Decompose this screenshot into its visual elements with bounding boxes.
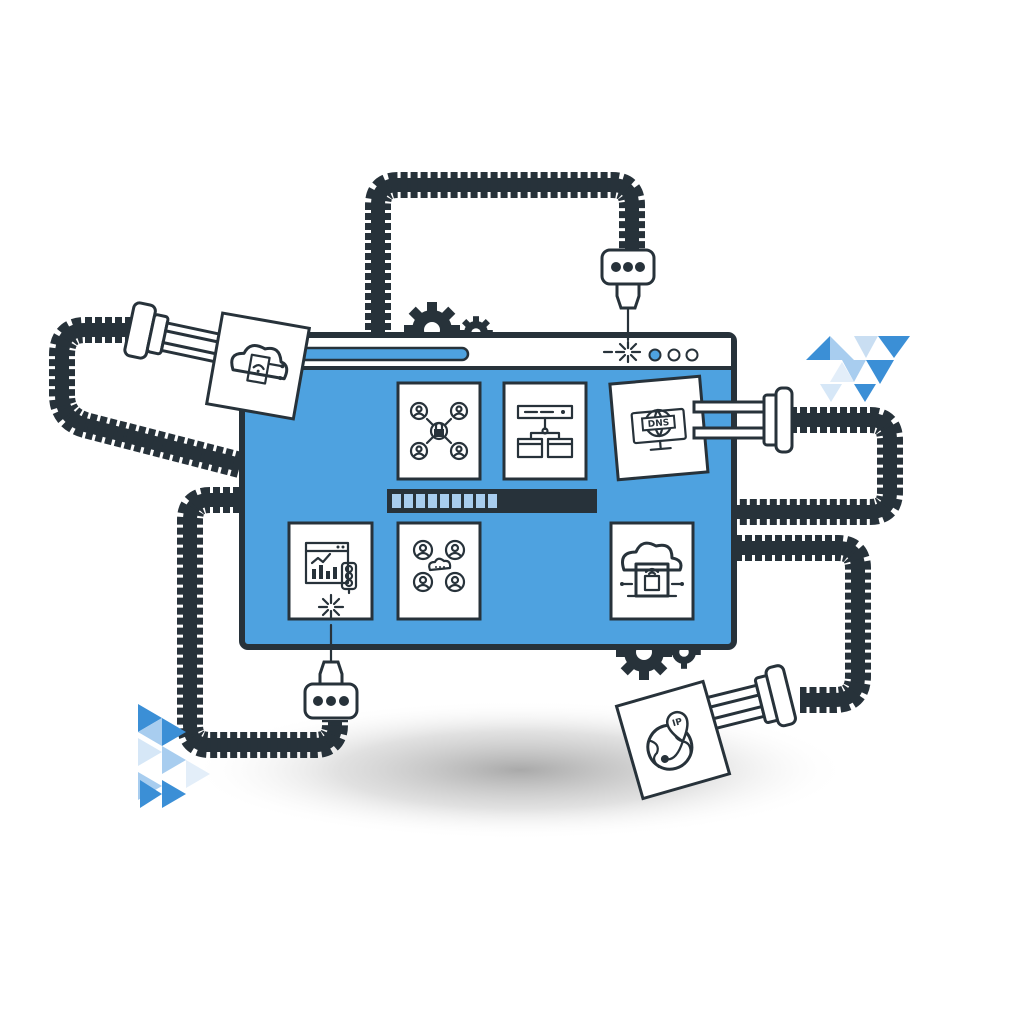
ip-location-globe-icon: IP [646,710,694,771]
analytics-traffic-light-icon [304,541,358,595]
ip-label: IP [671,717,684,729]
plug-right-upper[interactable] [692,386,794,454]
triangle-pattern-top-right [806,336,910,402]
progress-segment [452,494,461,508]
progress-bar [387,489,597,513]
progress-segment [440,494,449,508]
window-dot[interactable] [685,348,699,362]
cables [49,172,903,758]
cloud-access-icon [230,344,289,385]
server-hierarchy-icon [516,404,574,459]
progress-segment [488,494,497,508]
tile-analytics[interactable] [287,521,374,621]
tile-cloud-hosting[interactable] [609,521,695,621]
spark-icon [602,340,642,364]
card-dns[interactable]: DNS [608,374,710,482]
cloud-users-icon [412,539,466,593]
card-ip[interactable]: IP [614,679,732,801]
dns-label: DNS [647,418,669,430]
progress-segment [404,494,413,508]
progress-segment [416,494,425,508]
plug-left[interactable] [123,301,231,375]
progress-segment [464,494,473,508]
connector-bottom[interactable] [303,623,359,720]
progress-segment [428,494,437,508]
connector-top[interactable] [600,248,656,342]
spark-icon [317,593,345,621]
tile-network-security[interactable] [396,381,482,481]
tile-cloud-users[interactable] [396,521,482,621]
progress-segment [476,494,485,508]
window-dot-active[interactable] [648,348,662,362]
dns-monitor-icon: DNS [630,407,687,451]
progress-segment [392,494,401,508]
network-security-icon [409,401,469,461]
triangle-pattern-bottom-left [138,704,210,808]
window-controls [648,348,699,362]
window-dot[interactable] [667,348,681,362]
tile-server-hierarchy[interactable] [502,381,588,481]
cloud-hosting-icon [620,541,684,598]
card-cloud-access[interactable] [204,311,312,421]
